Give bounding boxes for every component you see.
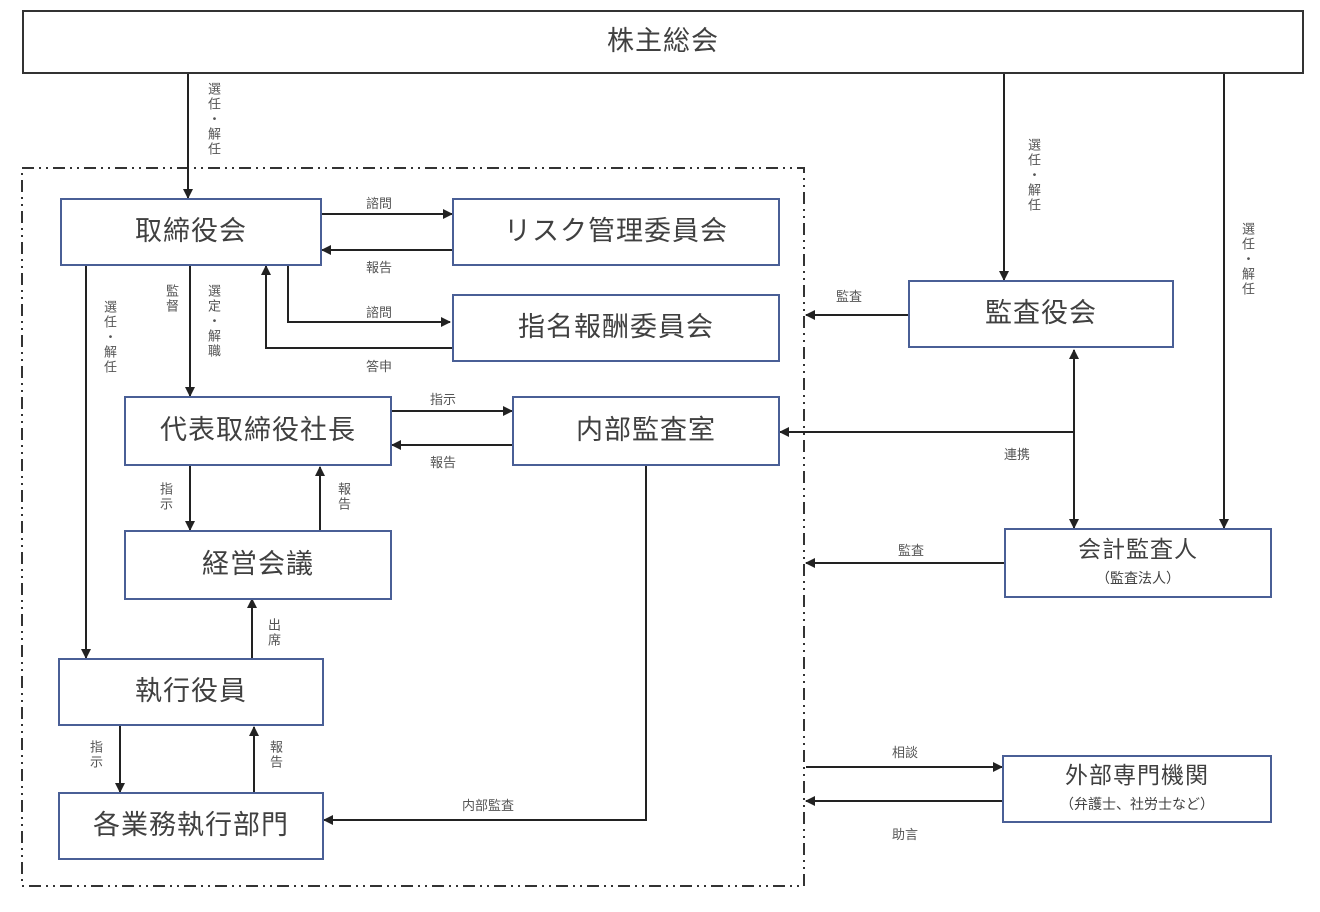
node-label: 内部監査室 <box>576 415 716 447</box>
label-president-ia: 指示 <box>430 393 457 408</box>
company-boundary <box>21 167 805 887</box>
node-shareholders-meeting[interactable]: 株主総会 <box>22 10 1304 74</box>
edge-nom-board <box>261 265 452 349</box>
node-sublabel: （弁護士、社労士など） <box>1060 796 1214 813</box>
node-audit-board[interactable]: 監査役会 <box>908 280 1174 348</box>
node-label: 代表取締役社長 <box>160 415 356 447</box>
node-sublabel: （監査法人） <box>1096 570 1180 587</box>
label-consult: 相談 <box>892 746 919 761</box>
node-label: 執行役員 <box>135 676 247 708</box>
label-internal-audit: 内部監査 <box>462 799 515 814</box>
node-label: 取締役会 <box>135 216 247 248</box>
label-cooperation: 連携 <box>1004 448 1031 463</box>
label-board-risk: 諮問 <box>366 197 393 212</box>
node-label: 指名報酬委員会 <box>518 312 714 344</box>
node-risk-committee[interactable]: リスク管理委員会 <box>452 198 780 266</box>
edge-board-nom <box>287 266 451 327</box>
node-label: リスク管理委員会 <box>504 216 728 248</box>
label-risk-board: 報告 <box>366 261 393 276</box>
node-external-experts[interactable]: 外部専門機関 （弁護士、社労士など） <box>1002 755 1272 823</box>
node-business-divisions[interactable]: 各業務執行部門 <box>58 792 324 860</box>
label-sh-auditboard: 選任・解任 <box>1025 138 1040 213</box>
label-board-supervise: 監督 <box>163 284 178 314</box>
node-internal-audit-office[interactable]: 内部監査室 <box>512 396 780 466</box>
label-nom-board: 答申 <box>366 360 393 375</box>
edge-internal-audit <box>323 466 647 825</box>
label-advice: 助言 <box>892 828 919 843</box>
label-sh-accounting: 選任・解任 <box>1239 222 1254 297</box>
label-board-exec: 選任・解任 <box>101 300 116 375</box>
label-sh-board: 選任・解任 <box>205 82 220 157</box>
label-mm-president: 報告 <box>335 482 350 512</box>
node-executive-officers[interactable]: 執行役員 <box>58 658 324 726</box>
label-accounting-audit: 監査 <box>898 544 925 559</box>
node-label: 外部専門機関 <box>1065 763 1209 790</box>
node-accounting-auditor[interactable]: 会計監査人 （監査法人） <box>1004 528 1272 598</box>
label-exec-attend: 出席 <box>265 618 280 648</box>
label-div-exec: 報告 <box>267 740 282 770</box>
node-label: 会計監査人 <box>1078 537 1198 564</box>
node-management-meeting[interactable]: 経営会議 <box>124 530 392 600</box>
node-label: 経営会議 <box>202 549 314 581</box>
label-board-nom: 諮問 <box>366 306 393 321</box>
node-president[interactable]: 代表取締役社長 <box>124 396 392 466</box>
label-ia-president: 報告 <box>430 456 457 471</box>
label-president-mm: 指示 <box>157 482 172 512</box>
node-label: 株主総会 <box>607 26 719 58</box>
node-board-of-directors[interactable]: 取締役会 <box>60 198 322 266</box>
node-label: 監査役会 <box>985 298 1097 330</box>
label-auditboard-audit: 監査 <box>836 290 863 305</box>
label-board-appoint: 選定・解職 <box>205 284 220 359</box>
node-label: 各業務執行部門 <box>93 810 289 842</box>
label-exec-div: 指示 <box>87 740 102 770</box>
node-nomination-committee[interactable]: 指名報酬委員会 <box>452 294 780 362</box>
